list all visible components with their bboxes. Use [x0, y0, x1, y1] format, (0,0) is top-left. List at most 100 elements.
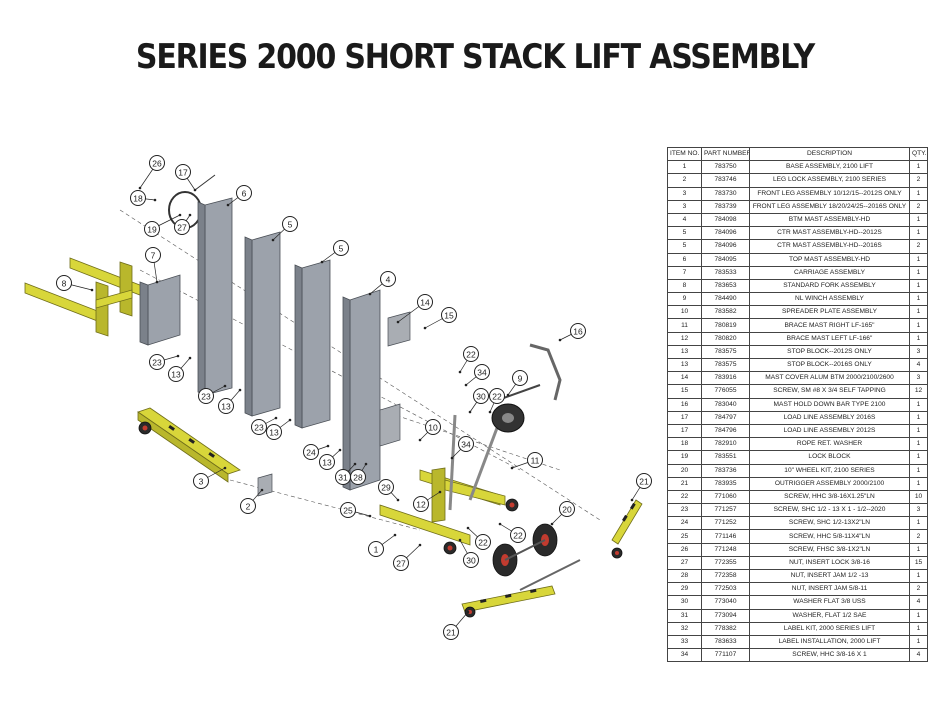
balloon-circle	[251, 419, 267, 435]
callout-label: 22	[492, 392, 502, 402]
leader-arrow-dot	[466, 526, 470, 530]
cell-part-number: 772503	[701, 582, 750, 597]
cell-qty: 3	[909, 371, 928, 386]
cell-description: LABEL KIT, 2000 SERIES LIFT	[749, 621, 910, 636]
cell-part-number: 783575	[701, 344, 750, 360]
balloon-circle	[475, 534, 491, 550]
mast-cover	[387, 311, 411, 347]
cell-part-number: 783746	[701, 173, 750, 188]
balloon-circle	[559, 501, 575, 517]
carriage-assembly	[139, 274, 181, 346]
cell-part-number: 783551	[701, 450, 750, 465]
leader-arrow-dot	[155, 280, 159, 284]
cell-description: STANDARD FORK ASSEMBLY	[749, 278, 910, 294]
callout-balloon: 7	[145, 247, 161, 284]
leader-arrow-dot	[138, 186, 142, 190]
base-assembly	[379, 467, 519, 555]
balloon-circle	[175, 164, 191, 180]
callout-label: 24	[306, 448, 316, 458]
cell-item-no: 30	[667, 595, 702, 610]
balloon-circle	[380, 271, 396, 287]
callout-balloon: 22	[498, 522, 526, 543]
cell-item-no: 2	[667, 173, 702, 188]
leader-arrow-dot	[223, 466, 227, 470]
cell-item-no: 31	[667, 608, 702, 623]
cell-part-number: 783916	[701, 371, 750, 386]
callout-label: 21	[446, 628, 456, 638]
cell-description: 10" WHEEL KIT, 2100 SERIES	[749, 463, 910, 478]
cell-item-no: 25	[667, 529, 702, 544]
leader-arrow-dot	[458, 538, 462, 542]
callout-label: 21	[639, 477, 649, 487]
cell-item-no: 27	[667, 555, 702, 571]
callout-label: 34	[477, 368, 487, 378]
callout-balloon: 19	[144, 213, 182, 237]
cell-item-no: 15	[667, 384, 702, 399]
balloon-circle	[319, 454, 335, 470]
callout-label: 16	[573, 327, 583, 337]
cell-qty: 1	[909, 226, 928, 241]
cell-qty: 1	[909, 423, 928, 439]
balloon-circle	[570, 323, 586, 339]
callout-label: 13	[322, 458, 332, 468]
balloon-circle	[130, 190, 146, 206]
cell-item-no: 17	[667, 410, 702, 425]
cell-item-no: 23	[667, 503, 702, 518]
cell-item-no: 20	[667, 463, 702, 478]
cell-part-number: 773094	[701, 608, 750, 623]
balloon-circle	[463, 552, 479, 568]
callout-label: 28	[353, 473, 363, 483]
callout-label: 6	[242, 189, 247, 199]
balloon-circle	[303, 444, 319, 460]
cell-qty: 1	[909, 437, 928, 452]
cell-item-no: 6	[667, 252, 702, 267]
leader-arrow-dot	[178, 213, 182, 217]
cell-item-no: 3	[667, 186, 702, 201]
cell-qty: 1	[909, 331, 928, 346]
header-qty: QTY.	[909, 146, 928, 162]
cell-part-number: 783582	[701, 305, 750, 320]
cell-item-no: 9	[667, 292, 702, 307]
cell-qty: 12	[909, 384, 928, 399]
callout-balloon: 18	[130, 190, 157, 206]
leader-arrow-dot	[396, 320, 400, 324]
cell-description: SCREW, HHC 3/8-16 X 1	[749, 648, 910, 663]
leader-arrow-dot	[274, 416, 278, 420]
leader-arrow-dot	[450, 456, 454, 460]
cell-qty: 1	[909, 608, 928, 623]
callout-label: 23	[152, 358, 162, 368]
center-mast-1	[244, 231, 281, 417]
leader-arrow-dot	[558, 338, 562, 342]
callout-label: 8	[62, 279, 67, 289]
cell-qty: 1	[909, 318, 928, 333]
callout-balloon: 13	[266, 418, 292, 440]
leader-arrow-dot	[368, 292, 372, 296]
page-title: SERIES 2000 SHORT STACK LIFT ASSEMBLY	[135, 37, 815, 78]
cell-qty: 1	[909, 278, 928, 294]
balloon-circle	[218, 398, 234, 414]
balloon-circle	[149, 155, 165, 171]
cell-item-no: 32	[667, 621, 702, 636]
cell-description: SPREADER PLATE ASSEMBLY	[749, 305, 910, 320]
balloon-circle	[198, 388, 214, 404]
header-part-number: PART NUMBER	[701, 146, 750, 162]
callout-balloon: 27	[393, 543, 422, 571]
cell-item-no: 3	[667, 199, 702, 214]
callout-balloon: 5	[320, 240, 349, 264]
leader-arrow-dot	[326, 444, 330, 448]
cell-qty: 1	[909, 252, 928, 267]
cell-part-number: 782910	[701, 437, 750, 452]
cell-description: LABEL INSTALLATION, 2000 LIFT	[749, 634, 910, 650]
wheel-kit	[492, 523, 558, 577]
callout-label: 30	[476, 392, 486, 402]
cell-item-no: 1	[667, 160, 702, 175]
callout-balloon: 28	[350, 462, 368, 485]
balloon-circle	[174, 219, 190, 235]
cell-description: LOCK BLOCK	[749, 450, 910, 465]
cell-qty: 2	[909, 239, 928, 254]
